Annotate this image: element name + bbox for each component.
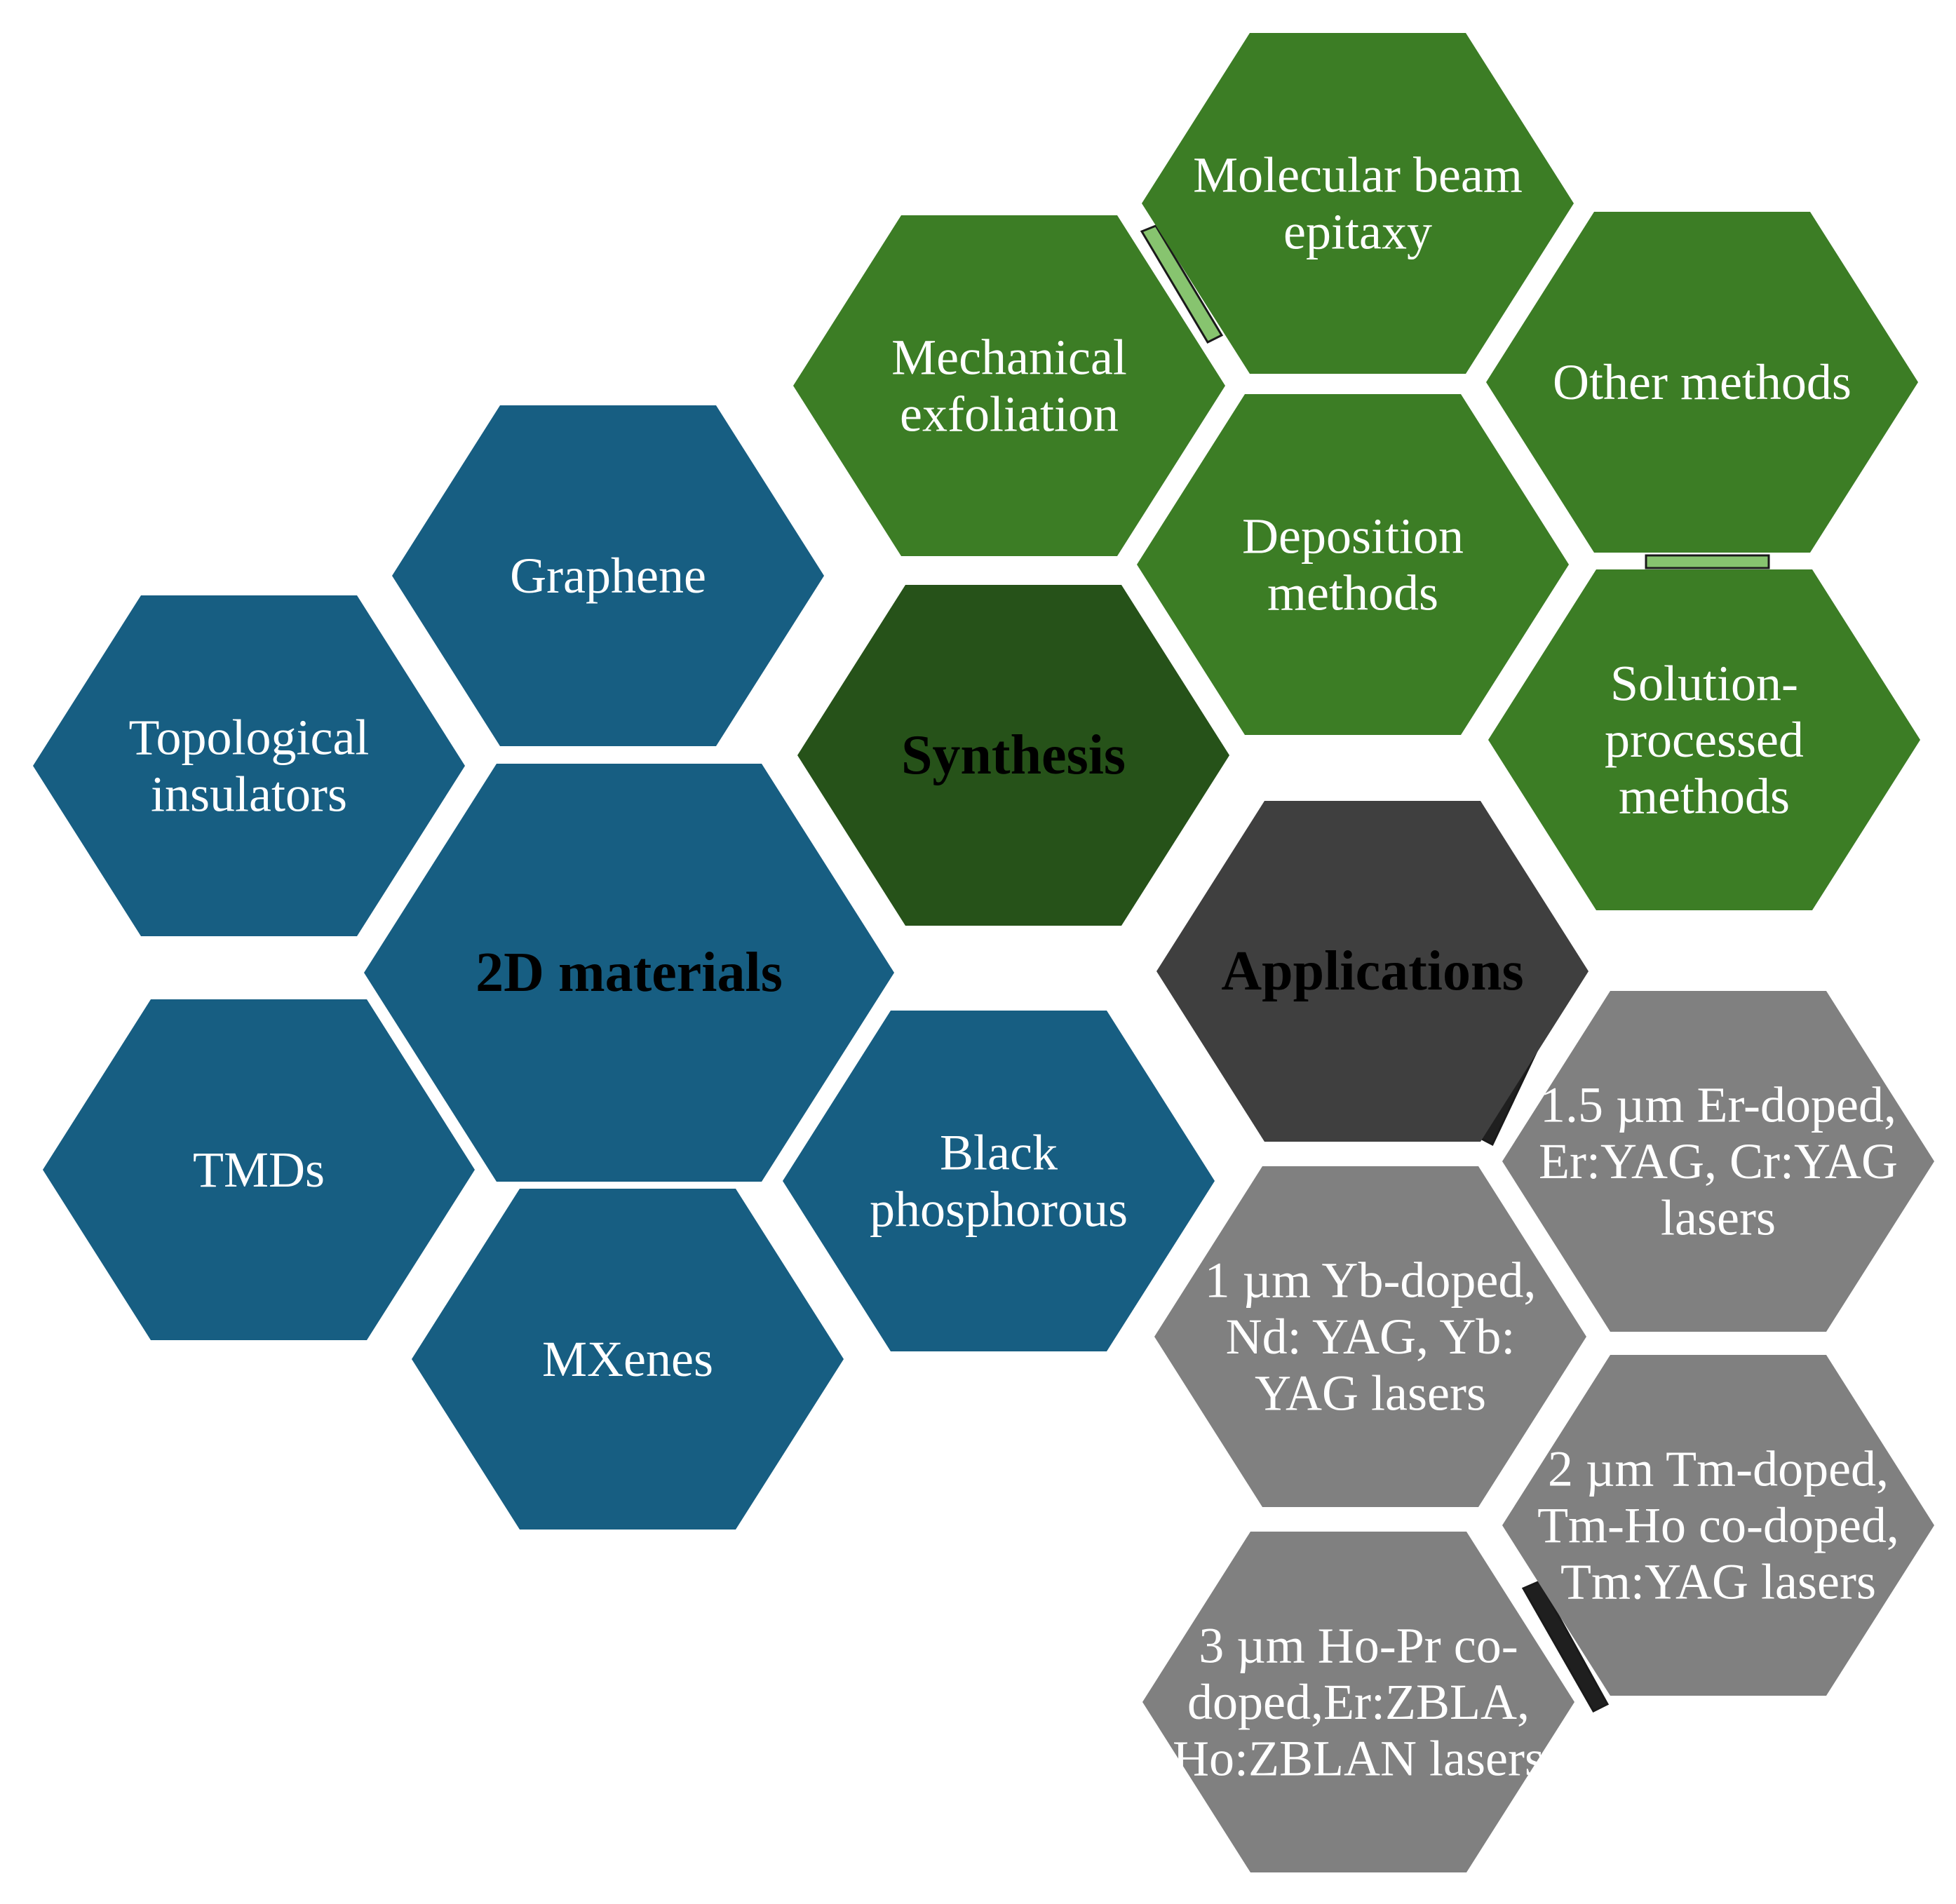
hex-label-line: 1.5 µm Er-doped, (1540, 1076, 1896, 1133)
hex-label-line: methods (1619, 769, 1790, 825)
hex-label-line: Other methods (1553, 354, 1852, 410)
hex-label-line: lasers (1661, 1190, 1776, 1246)
hex-label-line: Synthesis (901, 724, 1126, 786)
hex-label-line: Graphene (510, 548, 706, 604)
hex-label-line: phosphorous (870, 1181, 1128, 1237)
hex-label-line: Mechanical (891, 330, 1127, 386)
hex-label-line: doped,Er:ZBLA, (1187, 1674, 1530, 1730)
hex-label-line: MXenes (542, 1331, 713, 1387)
hex-label-line: Ho:ZBLAN lasers (1173, 1731, 1544, 1787)
hex-label-line: epitaxy (1283, 203, 1432, 259)
applications-hub: Applications (1156, 801, 1589, 1142)
applications-item-tm-doped-lasers: 2 µm Tm-doped,Tm-Ho co-doped,Tm:YAG lase… (1502, 1355, 1934, 1696)
connector-strip (1140, 224, 1224, 344)
hexagon-shape (33, 595, 465, 936)
hexagon-shape (1156, 801, 1589, 1142)
hex-label-line: Black (940, 1125, 1058, 1181)
hexagon-shape (1502, 1355, 1934, 1696)
synthesis-hub: Synthesis (797, 585, 1229, 926)
hexagon-shape (1137, 394, 1569, 735)
hex-label-line: methods (1267, 565, 1438, 621)
synthesis-item-other-methods: Other methods (1486, 212, 1918, 553)
hex-label-line: 1 µm Yb-doped, (1205, 1252, 1537, 1308)
hex-label-line: Molecular beam (1193, 147, 1523, 203)
hexagon-shape (1502, 991, 1934, 1332)
hexagon-shape (783, 1011, 1215, 1351)
hex-label-line: 2 µm Tm-doped, (1548, 1440, 1889, 1497)
connector-strip (1521, 1580, 1610, 1713)
materials-item-graphene: Graphene (392, 405, 824, 746)
hex-label-line: YAG lasers (1255, 1365, 1486, 1422)
hex-label-line: insulators (151, 766, 347, 822)
hexagon-shape (364, 764, 894, 1182)
hexagon-shape (1486, 212, 1918, 553)
hex-label-line: Er:YAG, Cr:YAG (1539, 1133, 1898, 1189)
hexagon-shape (797, 585, 1229, 926)
applications-item-yb-doped-lasers: 1 µm Yb-doped,Nd: YAG, Yb:YAG lasers (1154, 1166, 1586, 1507)
hex-label-line: Topological (129, 710, 370, 766)
hexagon-shape (1142, 33, 1574, 374)
applications-item-ho-pr-lasers: 3 µm Ho-Pr co-doped,Er:ZBLA,Ho:ZBLAN las… (1142, 1532, 1574, 1872)
hex-label-line: Applications (1221, 940, 1523, 1002)
hex-label-line: Deposition (1242, 508, 1464, 565)
hex-label-line: exfoliation (900, 386, 1119, 442)
hexagon-shape (1488, 569, 1920, 910)
hex-label-line: Tm-Ho co-doped, (1537, 1497, 1899, 1553)
hex-label-line: TMDs (193, 1142, 325, 1198)
hexagon-shape (793, 215, 1225, 556)
hexagon-shape (1154, 1166, 1586, 1507)
connector-strip (1645, 554, 1770, 569)
hex-label-line: processed (1605, 712, 1804, 768)
hex-label-line: Solution- (1610, 655, 1798, 711)
hexagon-shape (1142, 1532, 1574, 1872)
hex-label-line: 2D materials (475, 942, 783, 1004)
hex-label-line: Nd: YAG, Yb: (1226, 1309, 1516, 1365)
materials-item-tmds: TMDs (43, 999, 475, 1340)
hexagon-shape (392, 405, 824, 746)
hex-label-line: Tm:YAG lasers (1560, 1554, 1876, 1610)
hexagon-shape (412, 1189, 844, 1530)
hexagon-shape (43, 999, 475, 1340)
materials-hub: 2D materials (364, 764, 894, 1182)
materials-item-mxenes: MXenes (412, 1189, 844, 1530)
hex-label-line: 3 µm Ho-Pr co- (1199, 1617, 1518, 1673)
